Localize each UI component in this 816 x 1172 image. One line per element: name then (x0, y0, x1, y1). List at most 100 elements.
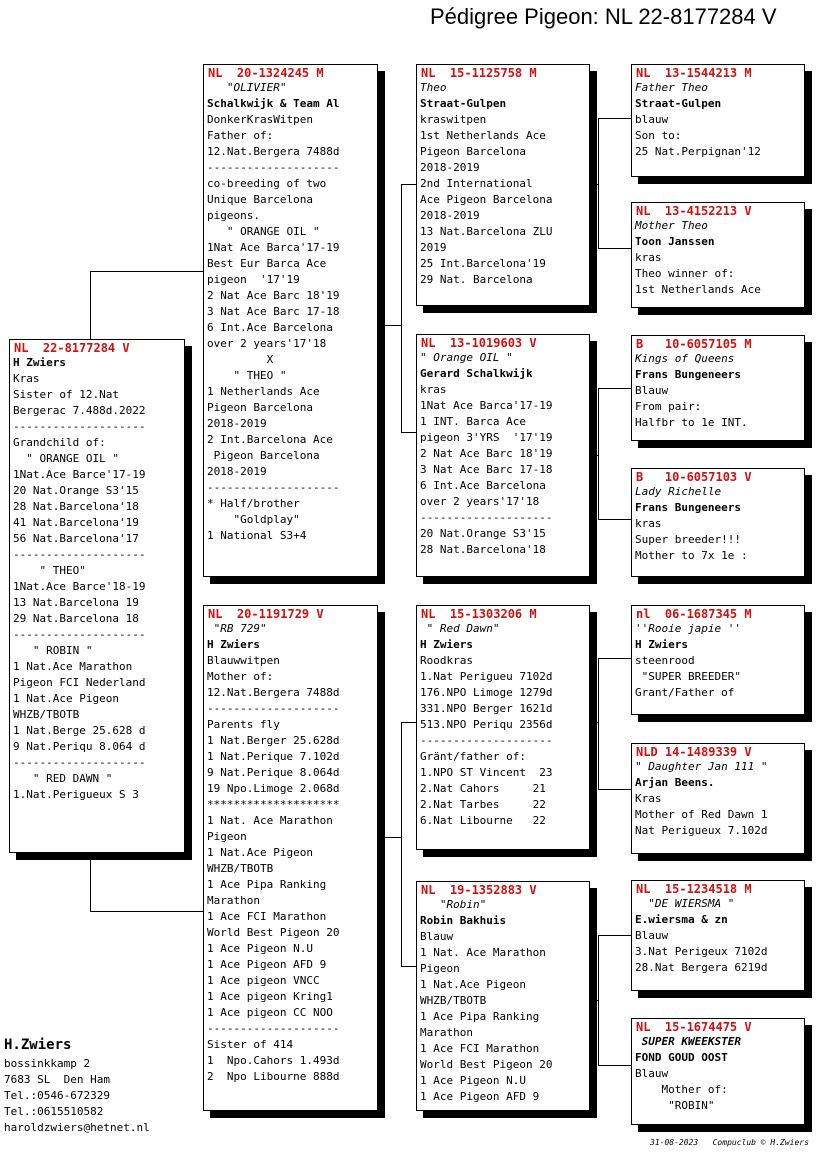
pigeon-info-line: 1 Ace Pigeon N.U (207, 942, 313, 955)
pigeon-info-line: 1 Ace Pipa Ranking (207, 878, 327, 891)
pigeon-info-line: Unique Barcelona (207, 193, 313, 206)
pigeon-info-line: 2018-2019 (207, 417, 267, 430)
pigeon-info-line: * Half/brother (207, 497, 300, 510)
connector (589, 455, 599, 456)
pigeon-info-line: H Zwiers (207, 638, 260, 651)
connector (598, 789, 632, 790)
connector (401, 966, 417, 967)
pigeon-info-line: 1.NPO ST Vincent 23 (420, 766, 553, 779)
pigeon-info-line: Parents fly (207, 718, 280, 731)
pigeon-info-line: 2019 (420, 241, 447, 254)
ring-number: NL 13-1544213 M (636, 66, 752, 80)
pigeon-info-line: 20 Nat.Orange S3'15 (420, 527, 546, 540)
pigeon-info-line: 2018-2019 (420, 209, 480, 222)
pigeon-info-line: pigeon 3'YRS '17'19 (420, 431, 553, 444)
pigeon-info-line: Pigeon Barcelona (207, 449, 320, 462)
pigeon-info-line: -------------------- (13, 420, 146, 433)
pigeon-info-line: FOND GOUD OOST (635, 1051, 728, 1064)
pigeon-info-line: Straat-Gulpen (635, 97, 722, 110)
pigeon-info-line: 20 Nat.Orange S3'15 (13, 484, 139, 497)
pigeon-info-line: -------------------- (207, 161, 340, 174)
pigeon-info-line: Pigeon (420, 962, 460, 975)
pigeon-info-line: 1st Netherlands Ace (420, 129, 546, 142)
pigeon-info-line: Kras (13, 372, 40, 385)
pigeon-info-line: Marathon (207, 894, 260, 907)
pigeon-info-line: Grandchild of: (13, 436, 106, 449)
connector (598, 388, 632, 389)
pigeon-info-line: 13 Nat.Barcelona 19 (13, 596, 139, 609)
pigeon-info-line: 6.Nat Libourne 22 (420, 814, 546, 827)
connector (598, 935, 599, 1066)
pigeon-info-line: ******************** (207, 798, 340, 811)
connector (589, 722, 599, 723)
pigeon-card-mfm[interactable]: NLD 14-1489339 V" Daughter Jan 111 "Arja… (631, 743, 805, 854)
connector (401, 722, 417, 723)
pigeon-info-line: 1 INT. Barca Ace (420, 415, 526, 428)
pigeon-info-line: Kras (635, 792, 662, 805)
pigeon-info-line: 1 Ace FCI Marathon (420, 1042, 540, 1055)
pigeon-info-line: 12.Nat.Bergera 7488d (207, 686, 340, 699)
pigeon-info-line: 19 Npo.Limoge 2.068d (207, 782, 340, 795)
connector (598, 118, 599, 249)
pigeon-info-line: Frans Bungeneers (635, 501, 741, 514)
pigeon-info-line: Toon Janssen (635, 235, 715, 248)
pigeon-info-line: -------------------- (13, 548, 146, 561)
connector (401, 432, 417, 433)
connector (598, 658, 599, 790)
pigeon-card-father[interactable]: NL 20-1324245 M "OLIVIER"Schalkwijk & Te… (203, 64, 378, 577)
pigeon-info-line: Kings of Queens (635, 352, 735, 365)
pigeon-info-line: Mother of Red Dawn 1 (635, 808, 768, 821)
pigeon-info-line: -------------------- (207, 1022, 340, 1035)
pigeon-info-line: 1 National S3+4 (207, 529, 307, 542)
pigeon-info-line: " ROBIN " (13, 644, 93, 657)
pigeon-info-line: Nat Perigueux 7.102d (635, 824, 768, 837)
owner-block: H.Zwiers bossinkkamp 2 7683 SL Den Ham T… (4, 1034, 150, 1136)
owner-email[interactable]: haroldzwiers@hetnet.nl (4, 1121, 150, 1134)
owner-name: H.Zwiers (4, 1037, 72, 1053)
pigeon-info-line: X (207, 353, 274, 366)
pigeon-info-line: Bergerac 7.488d.2022 (13, 404, 146, 417)
pigeon-info-line: 3 Nat Ace Barc 17-18 (420, 463, 553, 476)
pigeon-info-line: World Best Pigeon 20 (207, 926, 340, 939)
pigeon-info-line: 1 Nat.Perique 7.102d (207, 750, 340, 763)
pigeon-info-line: Sister of 12.Nat (13, 388, 119, 401)
pigeon-card-mmf[interactable]: NL 15-1234518 M "DE WIERSMA "E.wiersma &… (631, 880, 805, 991)
pigeon-info-line: 1 Nat.Ace Pigeon (13, 692, 119, 705)
pigeon-info-line: 513.NPO Periqu 2356d (420, 718, 553, 731)
pigeon-info-line: 13 Nat.Barcelona ZLU (420, 225, 553, 238)
pigeon-info-line: 1 Nat.Ace Marathon (13, 660, 133, 673)
pigeon-info-line: "Robin" (420, 898, 487, 911)
pigeon-info-line: 2.Nat Cahors 21 (420, 782, 546, 795)
ring-number: B 10-6057103 V (636, 470, 752, 484)
pigeon-info-line: 1 Ace pigeon CC NOO (207, 1006, 333, 1019)
pigeon-info-line: Blauwwitpen (207, 654, 280, 667)
pigeon-info-line: 2nd International (420, 177, 533, 190)
pigeon-info-line: 2018-2019 (420, 161, 480, 174)
connector (401, 184, 402, 433)
pigeon-info-line: 1.Nat Perigueu 7102d (420, 670, 553, 683)
pigeon-card-father-dam[interactable]: NL 13-1019603 V" Orange OIL "Gerard Scha… (416, 334, 590, 577)
pigeon-info-line: Ace Pigeon Barcelona (420, 193, 553, 206)
pigeon-info-line: "OLIVIER" (207, 81, 287, 94)
pigeon-info-line: 1 Netherlands Ace (207, 385, 320, 398)
pigeon-info-line: 1 Nat. Ace Marathon (420, 946, 546, 959)
pigeon-info-line: 2 Npo Libourne 888d (207, 1070, 340, 1083)
pigeon-info-line: -------------------- (207, 481, 340, 494)
connector (90, 271, 204, 272)
pigeon-info-line: pigeons. (207, 209, 260, 222)
owner-postcode: 7683 SL Den Ham (4, 1073, 110, 1086)
page-title: Pédigree Pigeon: NL 22-8177284 V (430, 4, 777, 29)
pigeon-info-line: co-breeding of two (207, 177, 327, 190)
ring-number: NL 13-4152213 V (636, 204, 752, 218)
